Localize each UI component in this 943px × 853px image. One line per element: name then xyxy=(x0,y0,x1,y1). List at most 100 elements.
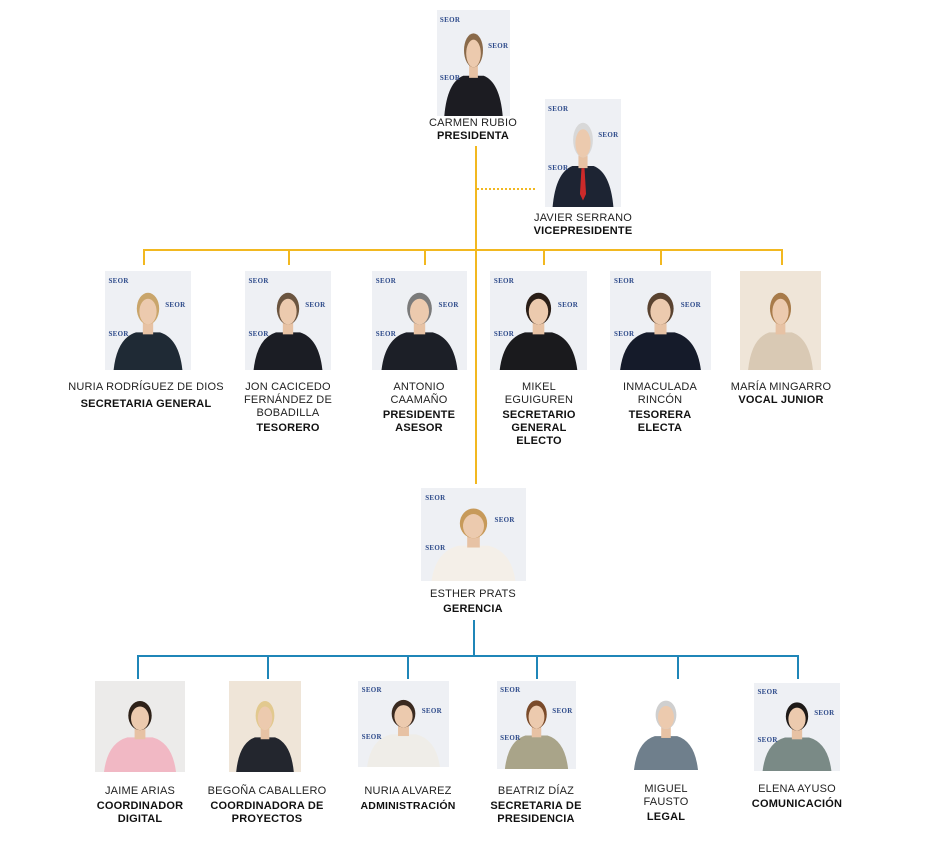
portrait-silhouette xyxy=(499,292,578,370)
staff-horizontal-line xyxy=(137,655,799,657)
backdrop-logo: SEOR xyxy=(557,300,579,309)
manager-caption: ESTHER PRATS GERENCIA xyxy=(403,588,543,616)
backdrop-logo: SEOR xyxy=(757,735,778,744)
portrait-silhouette xyxy=(552,122,614,207)
backdrop-logo: SEOR xyxy=(614,330,635,339)
staff-drop-3 xyxy=(407,655,409,679)
backdrop-logo: SEOR xyxy=(421,706,442,715)
board-drop-3 xyxy=(424,249,426,265)
board-drop-6 xyxy=(781,249,783,265)
portrait-silhouette xyxy=(620,292,701,370)
backdrop-logo: SEOR xyxy=(757,688,778,697)
staff-role-6: COMUNICACIÓN xyxy=(751,798,843,810)
board-drop-4 xyxy=(543,249,545,265)
staff-name-5: MIGUEL FAUSTO xyxy=(643,783,689,808)
board-drop-5 xyxy=(660,249,662,265)
staff-caption-4: BEATRIZ DÍAZ SECRETARIA DE PRESIDENCIA xyxy=(476,785,596,826)
backdrop-logo: SEOR xyxy=(361,732,382,741)
portrait-silhouette xyxy=(504,700,569,769)
backdrop-logo: SEOR xyxy=(248,276,269,285)
backdrop-logo: SEOR xyxy=(305,300,326,309)
board-caption-1: NURIA RODRÍGUEZ DE DIOS SECRETARIA GENER… xyxy=(55,381,237,411)
portrait-silhouette xyxy=(104,701,176,772)
portrait-silhouette xyxy=(762,702,832,771)
staff-caption-1: JAIME ARIAS COORDINADOR DIGITAL xyxy=(85,785,195,826)
manager-role: GERENCIA xyxy=(443,603,503,615)
board-caption-4: MIKEL EGUIGUREN SECRETARIO GENERAL ELECT… xyxy=(491,381,587,448)
backdrop-logo: SEOR xyxy=(680,300,701,309)
staff-name-3: NURIA ALVAREZ xyxy=(364,785,452,797)
staff-drop-6 xyxy=(797,655,799,679)
staff-name-4: BEATRIZ DÍAZ xyxy=(497,785,575,797)
staff-photo-4: SEOR SEOR SEOR xyxy=(497,681,576,769)
board-name-3: ANTONIO CAAMAÑO xyxy=(390,381,448,406)
staff-role-3: ADMINISTRACIÓN xyxy=(360,800,456,812)
backdrop-logo: SEOR xyxy=(548,105,569,114)
backdrop-logo: SEOR xyxy=(165,300,186,309)
backdrop-logo: SEOR xyxy=(500,686,521,695)
president-role: PRESIDENTA xyxy=(436,130,510,142)
backdrop-logo: SEOR xyxy=(500,733,521,742)
board-name-5: INMACULADA RINCÓN xyxy=(622,381,698,406)
portrait-silhouette xyxy=(748,292,813,370)
backdrop-logo: SEOR xyxy=(494,515,515,524)
vice-president-photo: SEOR SEOR SEOR xyxy=(545,99,621,207)
backdrop-logo: SEOR xyxy=(814,709,835,718)
board-caption-2: JON CACICEDO FERNÁNDEZ DE BOBADILLA TESO… xyxy=(228,381,348,435)
staff-name-2: BEGOÑA CABALLERO xyxy=(207,785,327,797)
staff-drop-5 xyxy=(677,655,679,679)
portrait-silhouette xyxy=(236,701,294,772)
board-photo-5: SEOR SEOR SEOR xyxy=(610,271,711,370)
staff-caption-2: BEGOÑA CABALLERO COORDINADORA DE PROYECT… xyxy=(202,785,332,826)
backdrop-logo: SEOR xyxy=(439,16,461,25)
staff-photo-2 xyxy=(229,681,301,772)
portrait-silhouette xyxy=(381,292,458,370)
portrait-silhouette xyxy=(113,292,183,370)
board-role-2: TESORERO xyxy=(256,422,320,434)
staff-name-1: JAIME ARIAS xyxy=(104,785,176,797)
staff-role-2: COORDINADORA DE PROYECTOS xyxy=(210,800,324,825)
board-role-6: VOCAL JUNIOR xyxy=(738,394,824,406)
board-name-2: JON CACICEDO FERNÁNDEZ DE BOBADILLA xyxy=(244,381,332,419)
portrait-silhouette xyxy=(634,700,698,770)
staff-drop-2 xyxy=(267,655,269,679)
board-drop-2 xyxy=(288,249,290,265)
backdrop-logo: SEOR xyxy=(552,707,573,716)
board-caption-5: INMACULADA RINCÓN TESORERA ELECTA xyxy=(610,381,710,435)
backdrop-logo: SEOR xyxy=(248,330,269,339)
backdrop-logo: SEOR xyxy=(375,330,397,339)
backdrop-logo: SEOR xyxy=(614,276,635,285)
staff-role-4: SECRETARIA DE PRESIDENCIA xyxy=(490,800,582,825)
portrait-silhouette xyxy=(431,508,516,581)
staff-photo-5 xyxy=(626,681,706,770)
manager-trunk-line xyxy=(473,620,475,656)
board-role-4: SECRETARIO GENERAL ELECTO xyxy=(502,409,576,447)
board-role-1: SECRETARIA GENERAL xyxy=(80,398,212,410)
president-name: CARMEN RUBIO xyxy=(429,117,517,129)
staff-caption-6: ELENA AYUSO COMUNICACIÓN xyxy=(737,783,857,811)
board-caption-6: MARÍA MINGARRO VOCAL JUNIOR xyxy=(716,381,846,407)
backdrop-logo: SEOR xyxy=(548,163,569,172)
staff-role-1: COORDINADOR DIGITAL xyxy=(96,800,184,825)
backdrop-logo: SEOR xyxy=(493,330,515,339)
vice-president-role: VICEPRESIDENTE xyxy=(533,225,633,237)
manager-name: ESTHER PRATS xyxy=(430,588,516,600)
president-trunk-line xyxy=(475,146,477,484)
staff-caption-5: MIGUEL FAUSTO LEGAL xyxy=(626,783,706,824)
staff-role-5: LEGAL xyxy=(646,811,686,823)
vice-president-dotted-link xyxy=(477,188,535,190)
backdrop-logo: SEOR xyxy=(598,131,619,140)
president-caption: CARMEN RUBIO PRESIDENTA xyxy=(403,117,543,143)
vice-president-caption: JAVIER SERRANO VICEPRESIDENTE xyxy=(513,212,653,238)
backdrop-logo: SEOR xyxy=(425,493,446,502)
board-name-6: MARÍA MINGARRO xyxy=(730,381,832,393)
backdrop-logo: SEOR xyxy=(108,330,129,339)
backdrop-logo: SEOR xyxy=(488,41,509,50)
portrait-silhouette xyxy=(444,33,503,116)
board-name-1: NURIA RODRÍGUEZ DE DIOS xyxy=(68,381,224,393)
